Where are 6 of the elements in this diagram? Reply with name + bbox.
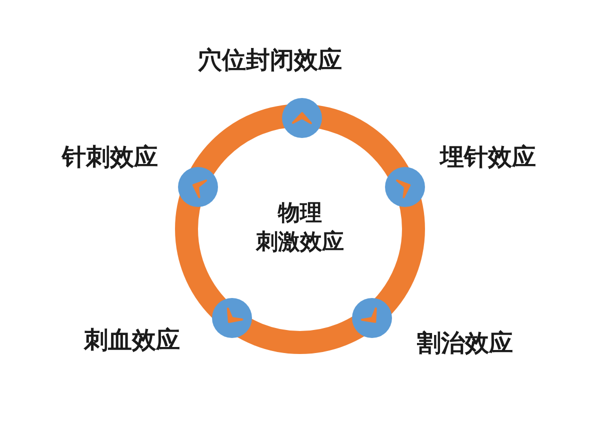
effect-label: 针刺效应 bbox=[62, 143, 158, 171]
effect-label: 割治效应 bbox=[417, 329, 513, 357]
effect-label: 穴位封闭效应 bbox=[198, 46, 342, 74]
center-label: 物理刺激效应 bbox=[255, 200, 345, 257]
effect-label: 刺血效应 bbox=[84, 326, 180, 354]
effect-label: 埋针效应 bbox=[440, 143, 536, 171]
